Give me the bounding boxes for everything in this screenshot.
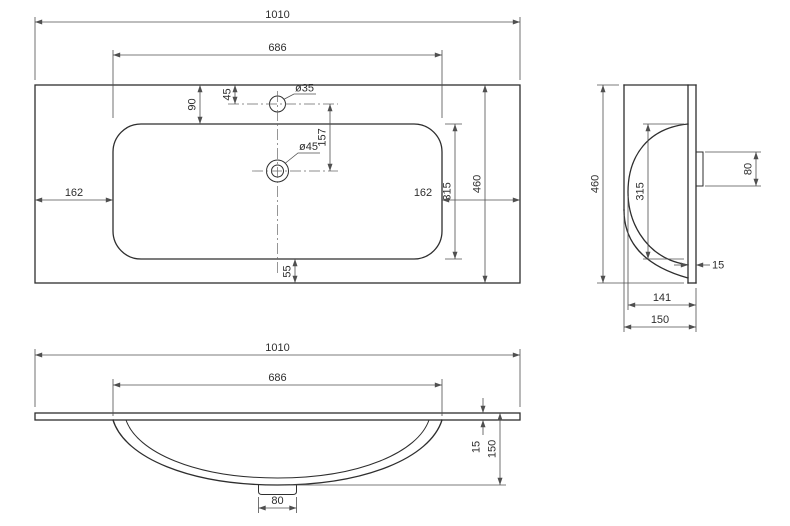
dim-label-side-inner-depth: 141 <box>653 292 671 304</box>
dim-label-plan-left-margin: 162 <box>65 187 83 199</box>
front-bowl-inner-curve <box>125 419 430 479</box>
leader-line <box>285 152 320 164</box>
dim-label-front-bowl-width: 686 <box>268 372 286 384</box>
dim-plan-bowl-to-front: 55 <box>282 259 298 283</box>
leader-line <box>283 93 316 100</box>
dim-label-front-total-width: 1010 <box>265 342 289 354</box>
dim-plan-total-depth: 460 <box>472 85 488 283</box>
dim-side-total-height: 150 <box>623 215 697 332</box>
dim-side-total-depth: 460 <box>590 84 684 284</box>
dim-label-plan-right-margin: 162 <box>414 187 432 199</box>
dim-front-total-height: 150 <box>290 413 506 486</box>
side-outer-shell-curve <box>623 209 689 279</box>
dim-plan-faucet-to-drain: 157 <box>317 104 333 171</box>
dim-label-faucet-hole: ø35 <box>295 83 314 95</box>
dim-front-drain-width: 80 <box>258 495 297 513</box>
dim-plan-left-margin: 162 <box>35 187 113 203</box>
front-bowl-outer-curve <box>112 419 443 486</box>
dim-plan-back-to-bowl: 90 <box>187 85 203 124</box>
dim-label-side-bracket-height: 80 <box>743 163 755 175</box>
dim-label-side-total-height: 150 <box>651 314 669 326</box>
dim-label-front-slab-thickness: 15 <box>471 441 483 453</box>
plan-view: 1010 686 90 45 ø35 ø45 <box>34 9 521 284</box>
dim-label-plan-faucet-to-drain: 157 <box>317 128 329 146</box>
dim-front-slab-thickness: 15 <box>471 398 486 453</box>
dim-label-plan-bowl-depth: 315 <box>442 182 454 200</box>
dim-side-rim-thickness: 15 <box>674 260 724 272</box>
dim-label-plan-back-to-bowl: 90 <box>187 98 199 110</box>
side-view: 460 315 80 15 141 <box>590 84 761 332</box>
dim-label-drain-hole: ø45 <box>299 141 318 153</box>
front-view: 1010 686 15 150 80 <box>34 342 521 513</box>
dim-label-plan-bowl-width: 686 <box>268 42 286 54</box>
dim-label-plan-back-to-faucet: 45 <box>222 88 234 100</box>
dim-label-plan-bowl-to-front: 55 <box>282 265 294 277</box>
counter-outline <box>34 84 521 284</box>
dim-label-front-total-height: 150 <box>487 440 499 458</box>
dim-side-bowl-span: 315 <box>635 123 684 260</box>
dim-label-plan-total-width: 1010 <box>265 9 289 21</box>
callout-faucet-hole: ø35 <box>283 83 316 100</box>
dim-label-front-drain-width: 80 <box>271 495 283 507</box>
dim-side-inner-depth: 141 <box>627 196 696 310</box>
dim-label-side-bowl-span: 315 <box>635 182 647 200</box>
callout-drain-hole: ø45 <box>285 141 320 164</box>
dim-plan-back-to-faucet: 45 <box>222 85 238 104</box>
front-counter-slab <box>34 412 521 421</box>
mounting-bracket <box>695 151 704 187</box>
front-drain-stub <box>258 485 297 495</box>
dim-label-side-total-depth: 460 <box>590 175 602 193</box>
dim-side-bracket-height: 80 <box>705 151 761 187</box>
dim-plan-right-margin: 162 <box>414 187 520 203</box>
dim-front-total-width: 1010 <box>34 342 521 407</box>
dim-plan-bowl-depth: 315 <box>442 123 462 260</box>
dim-label-side-rim-thickness: 15 <box>712 260 724 272</box>
dim-front-bowl-width: 686 <box>112 372 443 416</box>
dim-plan-bowl-width: 686 <box>112 42 443 118</box>
dim-label-plan-total-depth: 460 <box>472 175 484 193</box>
dim-plan-total-width: 1010 <box>34 9 521 80</box>
